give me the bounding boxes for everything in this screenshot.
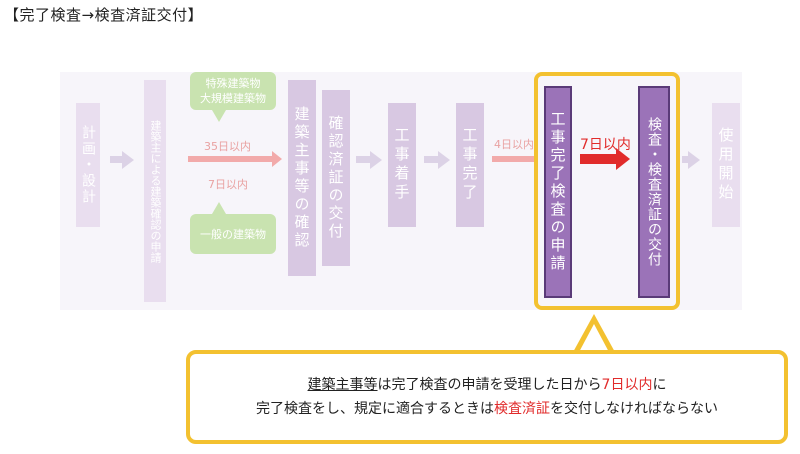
step-construction-start-label: 工事着手 — [392, 127, 411, 203]
arrow-35-days — [188, 156, 274, 162]
step-planning: 計画・設計 — [76, 103, 100, 227]
callout-text: は完了検査の申請を受理した日から — [377, 377, 602, 393]
special-building-label: 特殊建築物 大規模建築物 — [200, 77, 266, 105]
callout-pointer-inner — [578, 324, 610, 354]
callout-days: 7日以内 — [601, 377, 653, 393]
days-7-general-label: 7日以内 — [208, 178, 248, 191]
callout-text: に — [652, 377, 667, 393]
step-official-review-label: 建築主事等の確認 — [292, 106, 311, 250]
flow-arrow — [682, 156, 690, 163]
flow-arrow-head — [688, 151, 700, 169]
bubble-tail — [212, 202, 226, 214]
flow-arrow-head — [370, 151, 382, 169]
step-use-start: 使用開始 — [712, 103, 740, 227]
callout-line-2: 完了検査をし、規定に適合するときは検査済証を交付しなければならない — [256, 397, 718, 421]
step-completion-inspection-application: 工事完了検査の申請 — [544, 86, 572, 298]
flow-arrow-head — [122, 151, 134, 169]
arrow-7-days-head — [616, 148, 630, 170]
arrow-35-head — [272, 151, 282, 167]
step-application: 建築主による建築確認の申請 — [144, 80, 166, 302]
flow-arrow — [424, 156, 440, 163]
step-application-label: 建築主による建築確認の申請 — [149, 119, 162, 263]
arrow-7-days — [580, 154, 618, 164]
step-official-review: 建築主事等の確認 — [288, 80, 316, 276]
bubble-tail — [212, 110, 226, 122]
step-construction-start: 工事着手 — [388, 103, 416, 227]
step-construction-complete-label: 工事完了 — [460, 127, 479, 203]
step-use-start-label: 使用開始 — [716, 127, 735, 203]
callout-line-1: 建築主事等は完了検査の申請を受理した日から7日以内に — [308, 373, 667, 397]
page-title: 【完了検査→検査済証交付】 — [4, 6, 204, 24]
highlight-frame — [534, 72, 680, 310]
general-building-label: 一般の建築物 — [200, 227, 266, 241]
step-confirmation-certificate-label: 確認済証の交付 — [326, 115, 345, 241]
step-inspection-certificate-label: 検査・検査済証の交付 — [646, 117, 662, 267]
days-4-label: 4日以内 — [494, 138, 534, 151]
step-inspection-certificate: 検査・検査済証の交付 — [638, 86, 670, 298]
step-planning-label: 計画・設計 — [80, 125, 96, 205]
step-confirmation-certificate: 確認済証の交付 — [322, 90, 350, 266]
callout-certificate: 検査済証 — [494, 401, 550, 417]
arrow-4-days — [492, 156, 536, 162]
explanation-callout: 建築主事等は完了検査の申請を受理した日から7日以内に 完了検査をし、規定に適合す… — [186, 350, 788, 444]
callout-subject: 建築主事等 — [307, 377, 378, 393]
callout-text: 完了検査をし、規定に適合するときは — [256, 401, 494, 417]
step-construction-complete: 工事完了 — [456, 103, 484, 227]
days-35-label: 35日以内 — [204, 140, 251, 153]
flow-arrow — [110, 156, 124, 163]
flow-arrow — [356, 156, 372, 163]
general-building-bubble: 一般の建築物 — [190, 214, 276, 254]
step-completion-inspection-application-label: 工事完了検査の申請 — [548, 111, 567, 273]
callout-text: を交付しなければならない — [550, 401, 718, 417]
flow-arrow-head — [438, 151, 450, 169]
special-building-bubble: 特殊建築物 大規模建築物 — [190, 72, 276, 110]
